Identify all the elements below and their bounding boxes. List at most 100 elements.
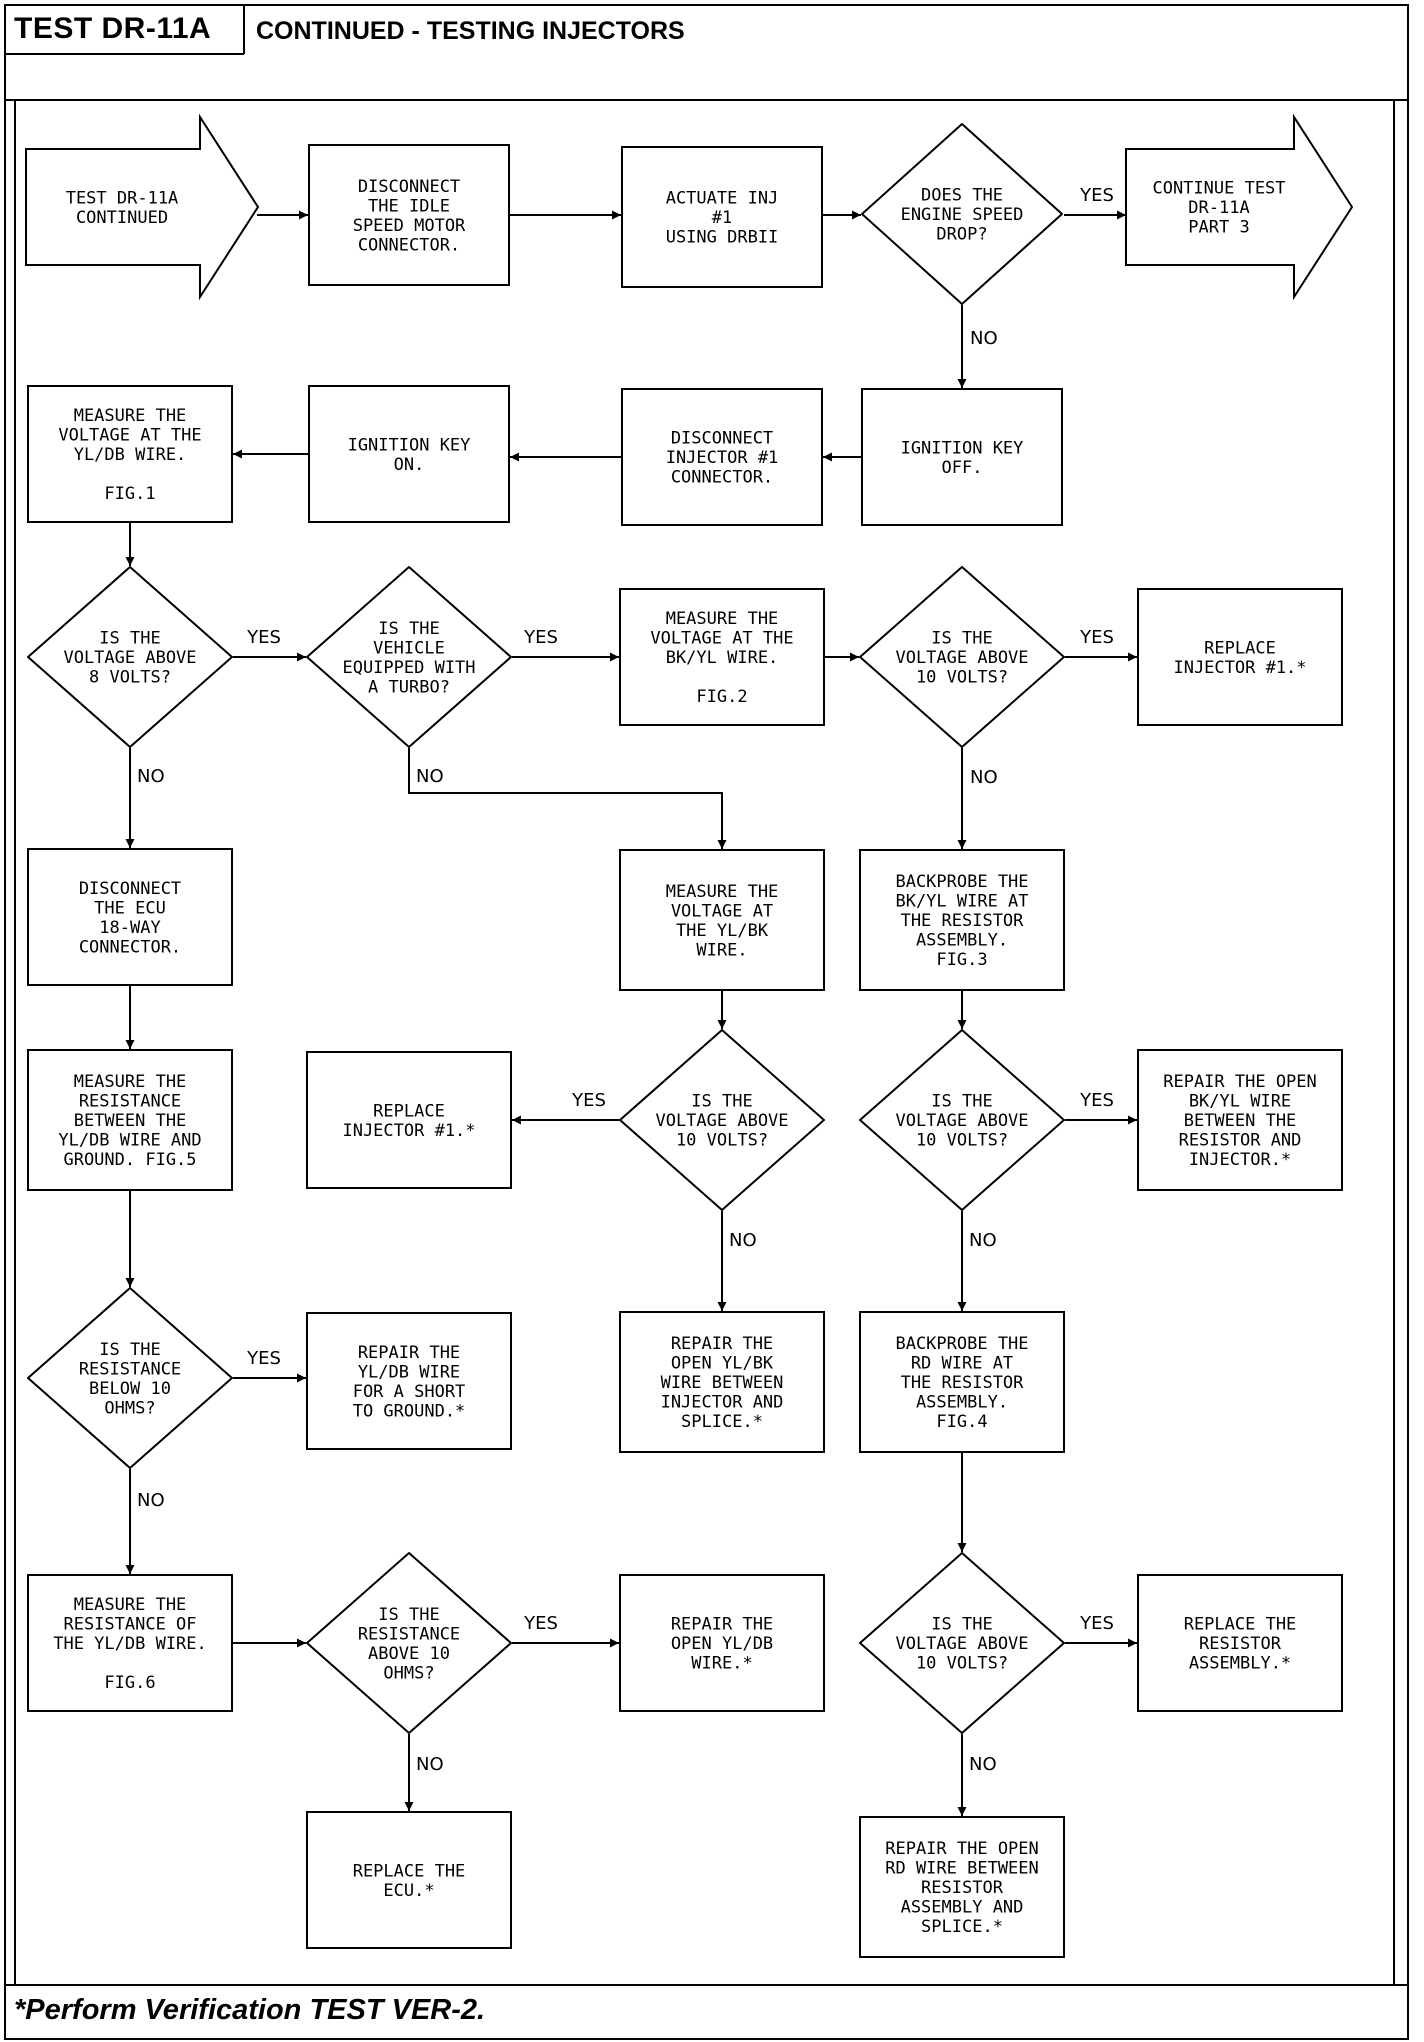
measure-resistance-ground-box-line-1: MEASURE THE	[74, 1072, 187, 1092]
repair-short-box-line-2: YL/DB WIRE	[358, 1362, 460, 1382]
footer-note: *Perform Verification TEST VER-2.	[14, 1994, 486, 2026]
disconnect-ecu-box-line-4: CONNECTOR.	[79, 937, 181, 957]
repair-open-bkyl-box-line-3: BETWEEN THE	[1184, 1111, 1297, 1131]
continue-test-arrow-line-1: CONTINUE TEST	[1152, 179, 1285, 199]
backprobe-bkyl-box-line-4: ASSEMBLY.	[916, 931, 1008, 951]
repair-open-ylbk-box-line-5: SPLICE.*	[681, 1412, 763, 1432]
start-arrow-line-2: CONTINUED	[76, 208, 168, 228]
measure-yldb-voltage-box-line-3: YL/DB WIRE.	[74, 445, 187, 465]
connectors	[125, 210, 1137, 1816]
actuate-injector-box-line-3: USING DRBII	[666, 228, 779, 248]
replace-ecu-box-line-1: REPLACE THE	[353, 1861, 466, 1881]
measure-ylbk-voltage-box-line-4: WIRE.	[696, 940, 747, 960]
repair-open-ylbk-box-line-2: OPEN YL/BK	[671, 1354, 774, 1374]
repair-open-yldb-box-line-2: OPEN YL/DB	[671, 1634, 773, 1654]
measure-ylbk-voltage-box-line-1: MEASURE THE	[666, 882, 779, 902]
replace-resistor-box-line-2: RESISTOR	[1199, 1634, 1282, 1654]
measure-resistance-yldb-box-line-2: RESISTANCE OF	[63, 1615, 196, 1635]
repair-open-bkyl-box-line-5: INJECTOR.*	[1189, 1150, 1291, 1170]
repair-open-rd-box-line-1: REPAIR THE OPEN	[885, 1839, 1039, 1859]
no-label-8: NO	[970, 767, 998, 788]
measure-bkyl-voltage-box-line-1: MEASURE THE	[666, 609, 779, 629]
ignition-off-box-line-2: OFF.	[942, 458, 983, 478]
resistance-above-10-decision-line-4: OHMS?	[383, 1663, 434, 1683]
ylbk-10-volt-decision-line-2: VOLTAGE ABOVE	[655, 1111, 788, 1131]
backprobe-bkyl-box-line-3: THE RESISTOR	[901, 911, 1025, 931]
replace-injector-a-box-line-2: INJECTOR #1.*	[1173, 658, 1306, 678]
measure-resistance-yldb-box-line-5: FIG.6	[104, 1673, 155, 1693]
turbo-decision-line-4: A TURBO?	[368, 677, 450, 697]
replace-resistor-box-line-3: ASSEMBLY.*	[1189, 1654, 1291, 1674]
ylbk-10-volt-decision-line-1: IS THE	[691, 1092, 752, 1112]
ylbk-10-volt-decision-line-3: 10 VOLTS?	[676, 1131, 768, 1151]
yes-label-10: YES	[1079, 1090, 1114, 1111]
replace-injector-b-box-line-2: INJECTOR #1.*	[342, 1121, 475, 1141]
backprobe-rd-box-line-1: BACKPROBE THE	[895, 1334, 1028, 1354]
no-label-17: NO	[416, 1754, 444, 1775]
disconnect-injector-box-line-1: DISCONNECT	[671, 429, 773, 449]
repair-open-ylbk-box-line-4: INJECTOR AND	[661, 1393, 784, 1413]
8-volt-decision-line-3: 8 VOLTS?	[89, 668, 171, 688]
test-id-title: TEST DR-11A	[14, 12, 212, 45]
repair-short-box-line-1: REPAIR THE	[358, 1343, 460, 1363]
resistance-below-10-decision-line-2: RESISTANCE	[79, 1359, 181, 1379]
disconnect-isc-box-line-3: SPEED MOTOR	[353, 216, 466, 236]
repair-open-rd-box-line-4: ASSEMBLY AND	[901, 1898, 1024, 1918]
yes-label-1: YES	[1079, 185, 1114, 206]
repair-open-ylbk-box-line-3: WIRE BETWEEN	[661, 1373, 784, 1393]
ignition-on-box-line-1: IGNITION KEY	[348, 435, 471, 455]
no-label-14: NO	[137, 1490, 165, 1511]
backprobe-rd-box-line-3: THE RESISTOR	[901, 1373, 1025, 1393]
measure-bkyl-voltage-box-line-2: VOLTAGE AT THE	[650, 629, 793, 649]
measure-resistance-ground-box-line-2: RESISTANCE	[79, 1092, 181, 1112]
backprobe-10-volt-decision-line-3: 10 VOLTS?	[916, 1131, 1008, 1151]
yes-label-5: YES	[1079, 627, 1114, 648]
backprobe-bkyl-box-line-1: BACKPROBE THE	[895, 872, 1028, 892]
replace-injector-b-box-line-1: REPLACE	[373, 1101, 445, 1121]
actuate-injector-box-line-2: #1	[712, 208, 732, 228]
continue-test-arrow-line-3: PART 3	[1188, 218, 1249, 238]
repair-open-yldb-box-line-1: REPAIR THE	[671, 1615, 773, 1635]
measure-bkyl-voltage-box-line-5: FIG.2	[696, 687, 747, 707]
resistance-below-10-decision-line-3: BELOW 10	[89, 1379, 171, 1399]
backprobe-bkyl-box-line-5: FIG.3	[936, 950, 987, 970]
yes-label-4: YES	[523, 627, 558, 648]
bkyl-10-volt-decision-line-3: 10 VOLTS?	[916, 668, 1008, 688]
measure-resistance-yldb-box-line-3: THE YL/DB WIRE.	[53, 1634, 207, 1654]
yes-label-15: YES	[523, 1613, 558, 1634]
disconnect-ecu-box-line-3: 18-WAY	[99, 918, 160, 938]
ignition-on-box-line-2: ON.	[394, 455, 425, 475]
bkyl-10-volt-decision-line-1: IS THE	[931, 629, 992, 649]
resistance-below-10-decision-line-4: OHMS?	[104, 1398, 155, 1418]
replace-ecu-box-line-2: ECU.*	[383, 1881, 434, 1901]
engine-speed-decision-line-3: DROP?	[936, 225, 987, 245]
no-label-6: NO	[137, 766, 165, 787]
no-label-18: NO	[969, 1754, 997, 1775]
engine-speed-decision-line-1: DOES THE	[921, 186, 1003, 206]
disconnect-injector-box-line-2: INJECTOR #1	[666, 448, 779, 468]
continue-test-arrow-line-2: DR-11A	[1188, 198, 1249, 218]
